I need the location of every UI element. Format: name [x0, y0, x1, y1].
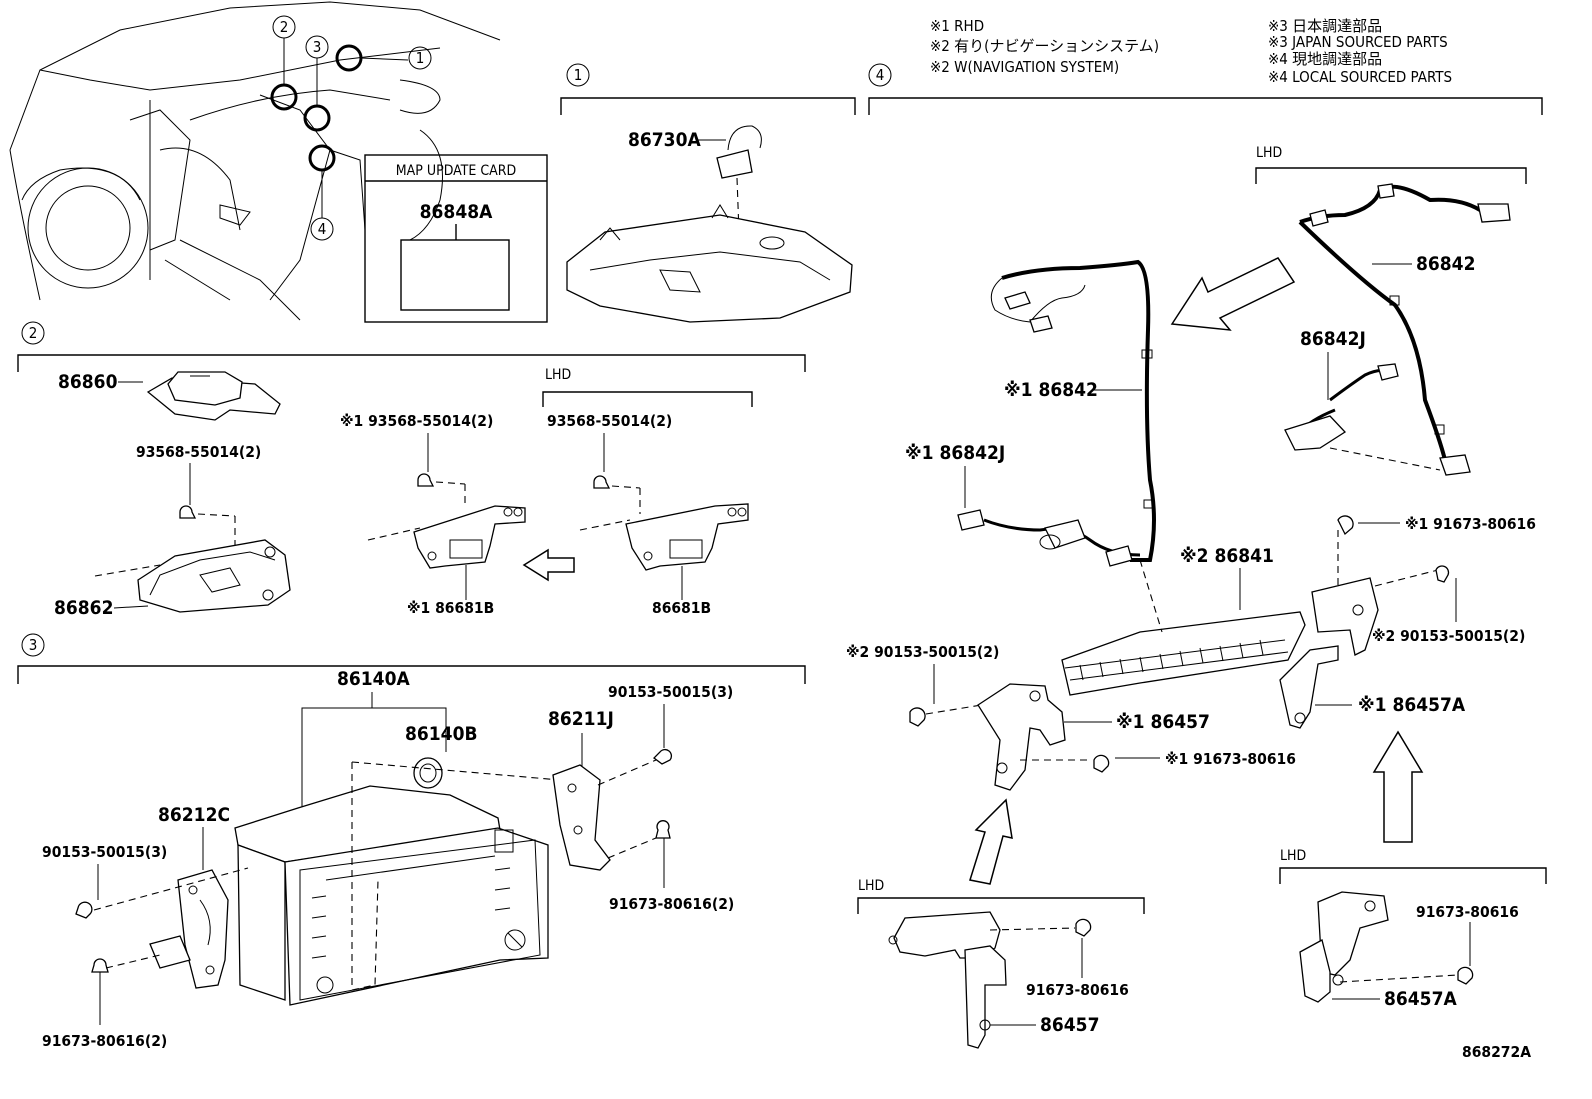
label-parts-p90153-3a: 90153-50015(3) — [608, 683, 733, 701]
diagram-id: 868272A — [1462, 1043, 1531, 1061]
label-parts-p86841: ※2 86841 — [1180, 545, 1274, 567]
label-lhd: LHD — [1256, 145, 1282, 161]
label-parts-p86457: 86457 — [1040, 1014, 1099, 1036]
label-callouts-c2: 2 — [29, 324, 38, 342]
label-parts-p91673-b1: 91673-80616 — [1026, 981, 1129, 999]
label-parts-p93568-a: 93568-55014(2) — [136, 443, 261, 461]
label-callouts-c3: 3 — [29, 636, 38, 654]
label-parts-p86212C: 86212C — [158, 804, 230, 826]
label-parts-p90153-r1: ※2 90153-50015(2) — [1372, 627, 1525, 645]
label-notes-n3a: ※3 日本調達部品 — [1268, 17, 1382, 35]
label-notes-n2a: ※2 有り(ナビゲーションシステム) — [930, 37, 1159, 55]
callout-4-overview: 4 — [310, 217, 334, 241]
label-callouts-c3: 3 — [313, 38, 322, 56]
label-parts-p86681B: 86681B — [652, 599, 711, 617]
label-parts-p86730A: 86730A — [628, 129, 701, 151]
label-parts-p86842J: 86842J — [1300, 328, 1366, 350]
callout-1-overview: 1 — [408, 46, 432, 70]
label-parts-p86140A: 86140A — [337, 668, 410, 690]
label-notes-n3b: ※3 JAPAN SOURCED PARTS — [1268, 33, 1448, 51]
label-parts-p86842: 86842 — [1416, 253, 1475, 275]
label-callouts-c2: 2 — [280, 18, 289, 36]
label-callouts-c1: 1 — [416, 49, 425, 67]
label-notes-n2b: ※2 W(NAVIGATION SYSTEM) — [930, 58, 1119, 76]
label-parts-p86842J-rhd: ※1 86842J — [905, 442, 1005, 464]
section-2: 2 86860 93568-55014(2) 86862 ※1 93568-55… — [17, 321, 806, 619]
label-parts-p86457-rhd: ※1 86457 — [1116, 711, 1210, 733]
label-parts-p86457A: 86457A — [1384, 988, 1457, 1010]
section-1: 1 86730A — [560, 63, 856, 323]
label-notes-n4a: ※4 現地調達部品 — [1268, 50, 1382, 68]
label-map-card-part: 86848A — [420, 201, 493, 223]
label-notes-n1: ※1 RHD — [930, 17, 984, 35]
label-parts-p91673-b2: 91673-80616 — [1416, 903, 1519, 921]
label-parts-p91673-r1: ※1 91673-80616 — [1405, 515, 1536, 533]
label-map-card-title: MAP UPDATE CARD — [396, 163, 516, 179]
label-parts-p90153-3b: 90153-50015(3) — [42, 843, 167, 861]
footnotes: ※1 RHD ※2 有り(ナビゲーションシステム) ※2 W(NAVIGATIO… — [930, 17, 1452, 86]
label-parts-p93568-b: ※1 93568-55014(2) — [340, 412, 493, 430]
label-lhd: LHD — [545, 367, 571, 383]
label-parts-p86862: 86862 — [54, 597, 113, 619]
label-parts-p86860: 86860 — [58, 371, 118, 393]
label-parts-p91673-2a: 91673-80616(2) — [609, 895, 734, 913]
map-update-card-box: MAP UPDATE CARD 86848A — [364, 154, 548, 323]
section-4: 4 ※1 86842 ※1 86842J LHD 86842 — [846, 63, 1547, 1049]
label-parts-p93568-c: 93568-55014(2) — [547, 412, 672, 430]
callout-2-overview: 2 — [272, 15, 296, 39]
label-parts-p90153-l1: ※2 90153-50015(2) — [846, 643, 999, 661]
section-3: 3 86140A 86140B 86211J — [17, 633, 806, 1050]
label-callouts-c4: 4 — [318, 220, 327, 238]
label-parts-p86681B-rhd: ※1 86681B — [407, 599, 494, 617]
label-parts-p91673-r2: ※1 91673-80616 — [1165, 750, 1296, 768]
vehicle-interior-illustration — [9, 1, 501, 321]
label-parts-p86140B: 86140B — [405, 723, 478, 745]
label-callouts-c4: 4 — [876, 66, 885, 84]
label-notes-n4b: ※4 LOCAL SOURCED PARTS — [1268, 68, 1452, 86]
label-parts-p86211J: 86211J — [548, 708, 614, 730]
label-callouts-c1: 1 — [574, 66, 583, 84]
label-parts-p91673-2b: 91673-80616(2) — [42, 1032, 167, 1050]
label-parts-p86457A-rhd: ※1 86457A — [1358, 694, 1466, 716]
label-parts-p86842-rhd: ※1 86842 — [1004, 379, 1098, 401]
label-lhd: LHD — [858, 878, 884, 894]
callout-3-overview: 3 — [305, 35, 329, 59]
label-lhd: LHD — [1280, 848, 1306, 864]
